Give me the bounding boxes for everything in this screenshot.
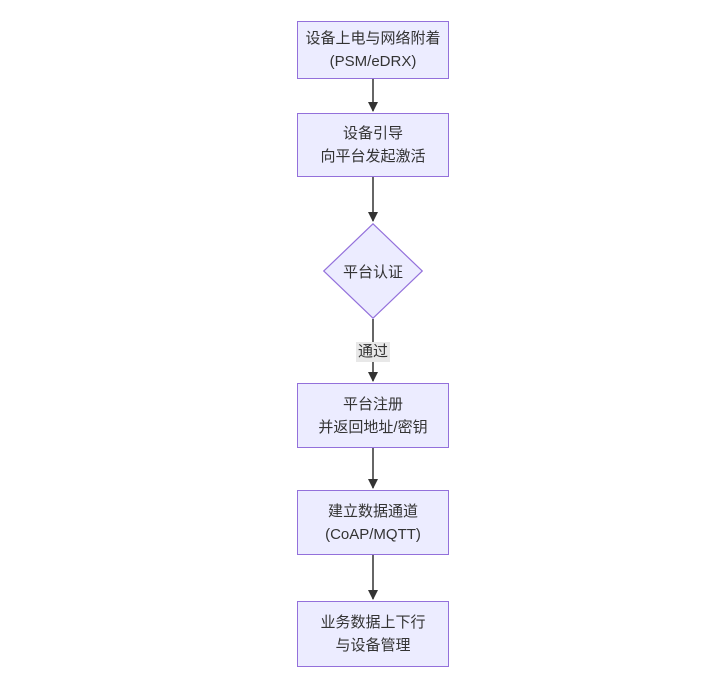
node-label-line: 建立数据通道 xyxy=(327,502,418,520)
edge-label-pass: 通过 xyxy=(355,342,391,362)
node-bootstrap-activate: 设备引导 向平台发起激活 xyxy=(297,113,449,177)
node-power-on-attach: 设备上电与网络附着 (PSM/eDRX) xyxy=(297,21,449,79)
node-label-line: 向平台发起激活 xyxy=(320,148,426,165)
node-label-line: 并返回地址/密钥 xyxy=(318,418,428,436)
node-label-line: (PSM/eDRX) xyxy=(329,53,417,70)
node-label-line: 设备引导 xyxy=(342,125,403,142)
node-business-data: 业务数据上下行 与设备管理 xyxy=(297,601,449,667)
node-data-channel: 建立数据通道 (CoAP/MQTT) xyxy=(297,490,449,555)
diamond-shape xyxy=(323,223,423,319)
node-label-line: 平台注册 xyxy=(342,395,403,413)
node-label-line: (CoAP/MQTT) xyxy=(325,525,421,543)
node-label-line: 业务数据上下行 xyxy=(320,614,426,631)
node-label-line: 设备上电与网络附着 xyxy=(305,30,441,47)
decision-platform-auth: 平台认证 xyxy=(323,223,423,319)
node-platform-register: 平台注册 并返回地址/密钥 xyxy=(297,383,449,448)
decision-label: 平台认证 xyxy=(342,263,403,281)
node-label-line: 与设备管理 xyxy=(335,637,411,654)
